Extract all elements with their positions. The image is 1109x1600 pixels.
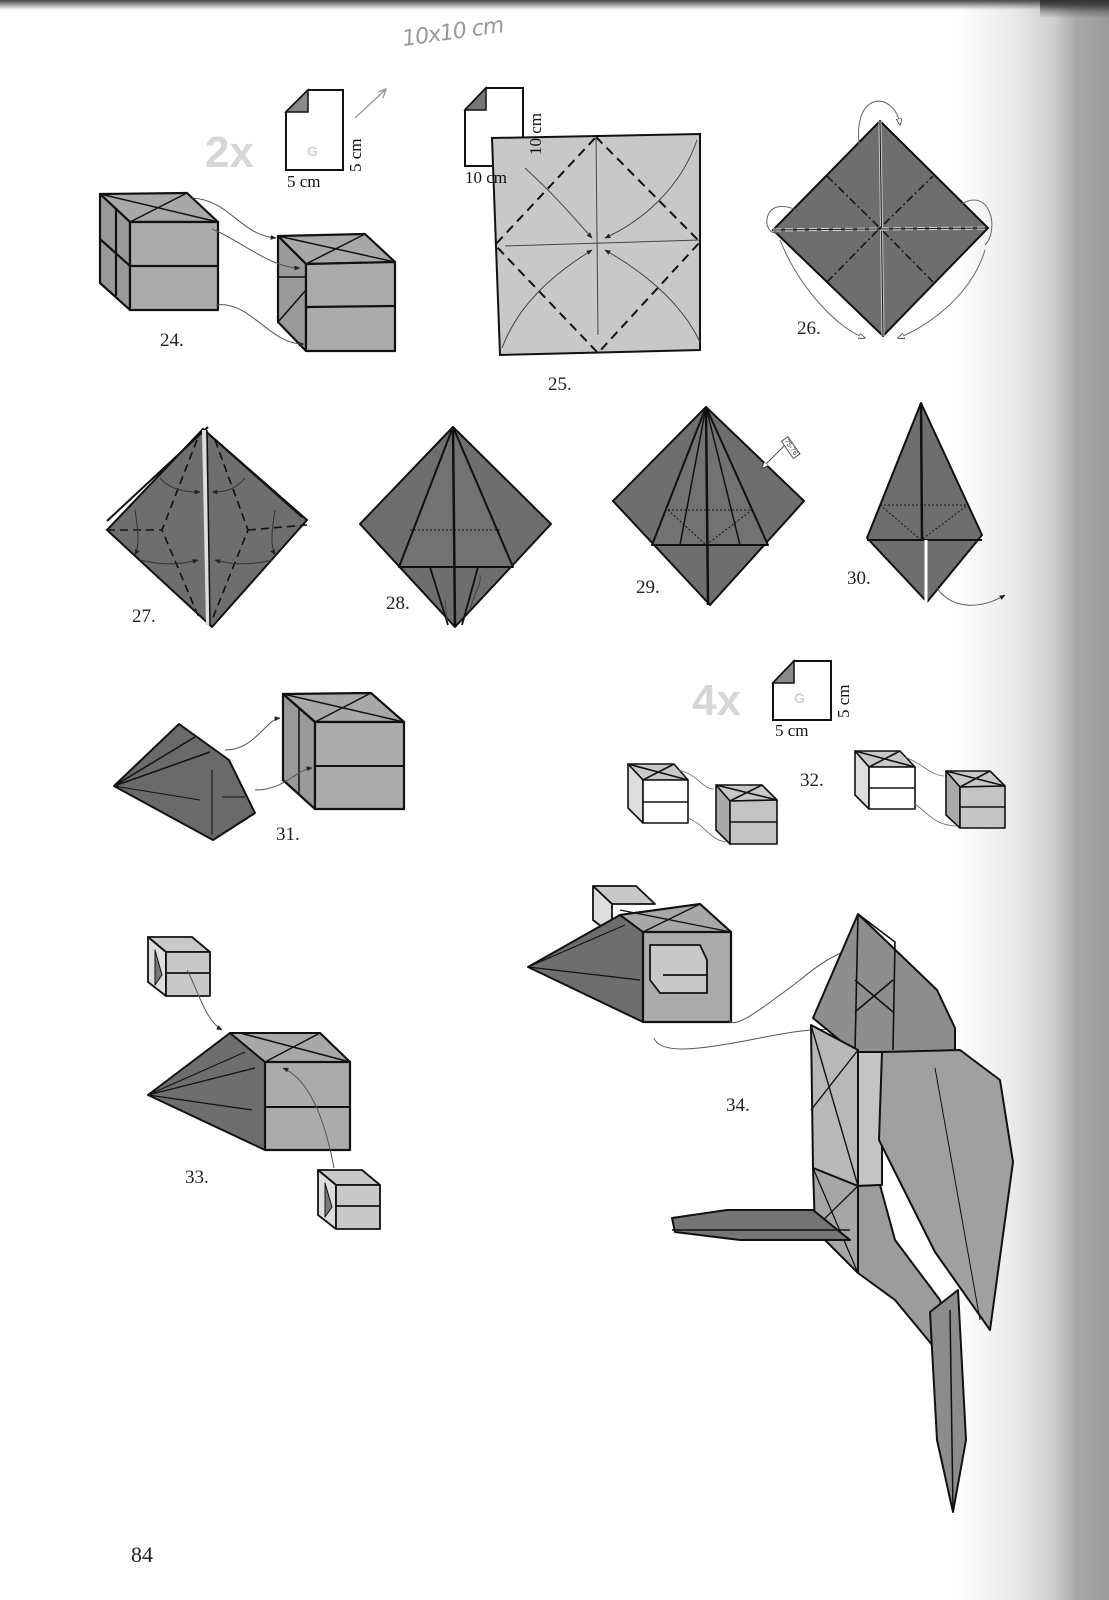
page-number: 84 (131, 1542, 153, 1567)
scan-top-shadow (0, 0, 1109, 10)
paper-square-5cm-icon (284, 88, 344, 171)
step-25-diagram (490, 132, 702, 357)
dimension-width-10cm: 10 cm (465, 168, 508, 187)
step-30-diagram (866, 402, 1006, 606)
step-29-label: 29. (636, 577, 660, 598)
step-31-label: 31. (276, 824, 300, 845)
paper-square-5cm-4x-icon (771, 659, 832, 721)
dimension-width-4x: 5 cm (775, 721, 809, 740)
step-34-label: 34. (726, 1095, 750, 1116)
step-24-label: 24. (160, 330, 184, 351)
step-34-head-diagram (527, 885, 886, 1050)
step-33-label: 33. (185, 1167, 209, 1188)
handwritten-arrow (354, 87, 388, 119)
multiplier-4x: 4x (692, 676, 741, 725)
step-28-diagram (359, 426, 552, 628)
step-26-label: 26. (797, 318, 821, 339)
step-29-diagram (612, 406, 805, 606)
scan-corner-shadow (1040, 0, 1109, 18)
step-27-label: 27. (132, 606, 156, 627)
step-24-diagram (98, 191, 397, 353)
multiplier-2x: 2x (205, 128, 254, 177)
step-26-diagram (766, 100, 993, 338)
dimension-height: 5 cm (346, 138, 365, 172)
step-33-diagram (147, 936, 381, 1230)
dimension-height-10cm: 10 cm (526, 112, 545, 155)
paper-color-letter: G (307, 143, 318, 159)
step-32-label: 32. (800, 770, 824, 791)
step-27-diagram (105, 426, 309, 629)
step-30-label: 30. (847, 568, 871, 589)
step-28-label: 28. (386, 593, 410, 614)
dimension-height-4x: 5 cm (834, 684, 853, 718)
step-25-label: 25. (548, 374, 572, 395)
step-32-diagram (627, 750, 1006, 845)
paper-color-letter-4x: G (794, 690, 805, 706)
dimension-width: 5 cm (287, 172, 321, 191)
step-34-parrot-diagram (671, 913, 1014, 1513)
step-31-diagram (113, 691, 406, 841)
